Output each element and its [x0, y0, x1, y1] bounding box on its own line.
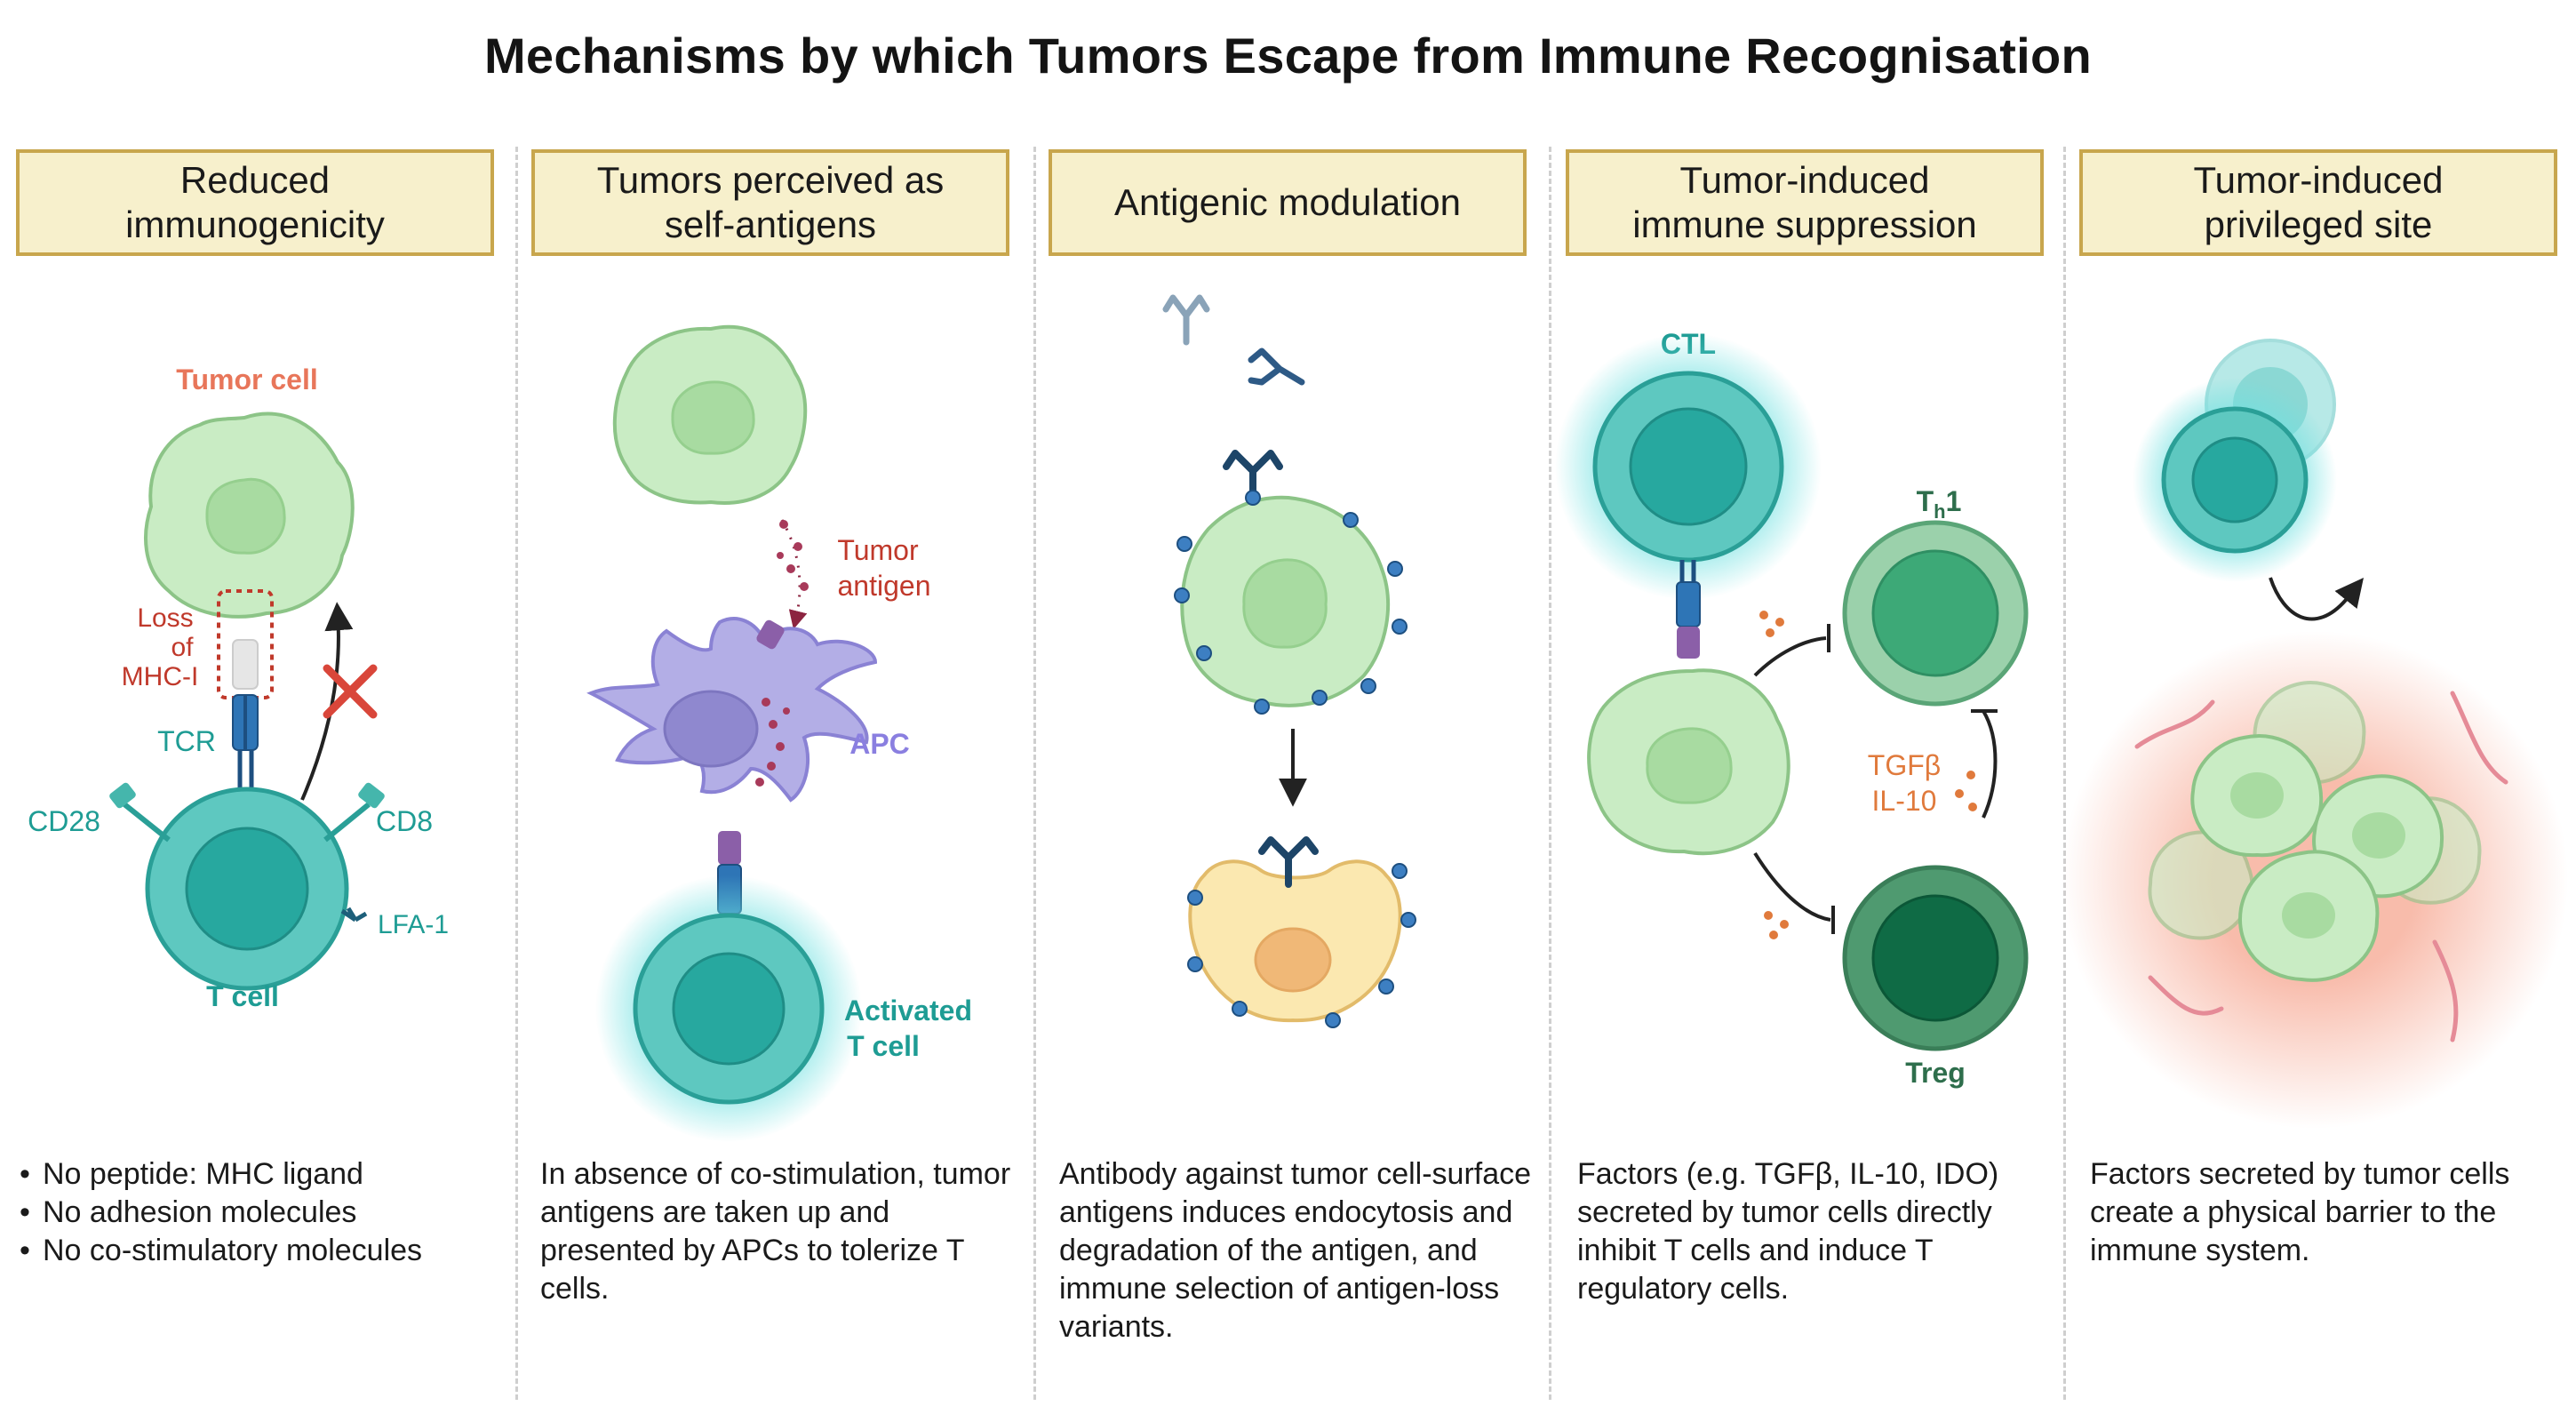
panel-privileged-site [2062, 339, 2568, 1129]
panel-antigenic-modulation [1162, 294, 1416, 1028]
endocytosing-nucleus [1254, 927, 1332, 993]
panel-self-antigens: Tumor antigen APC Activated T cell [586, 324, 972, 1142]
apc-antigen-dots [755, 698, 790, 787]
inhibit-th1-line [1753, 636, 1827, 677]
blood-vessels [2134, 691, 2508, 1043]
cd28-receptor [109, 782, 136, 809]
label-tumor-cell: Tumor cell [176, 363, 317, 395]
faded-mhc [232, 639, 259, 690]
mhc-on-tumor [1677, 627, 1700, 659]
tumor-nucleus [671, 380, 755, 455]
label-cd28: CD28 [28, 805, 100, 837]
treg-inhibit-th1-line [1982, 709, 1998, 819]
tcr-receptor [1676, 581, 1701, 627]
tcr-receptor-split [243, 695, 247, 750]
label-apc: APC [849, 728, 910, 760]
internalized-antibody-icon [1258, 836, 1319, 888]
panel-immune-suppression: CTL Th1 TGFβ IL-10 Treg [1555, 328, 2029, 1089]
surface-antigens [1174, 490, 1408, 715]
label-tgfb: TGFβ [1868, 749, 1941, 781]
label-loss: Loss [137, 603, 193, 633]
mhc-presenting [718, 831, 741, 865]
bullet-list: No peptide: MHC ligand No adhesion molec… [20, 1155, 499, 1270]
header-antigenic-modulation: Antigenic modulation [1049, 149, 1527, 256]
header-immune-suppression: Tumor-induced immune suppression [1566, 149, 2044, 256]
mhc-on-apc [756, 619, 785, 650]
tumor-mass-nuclei [2230, 772, 2405, 939]
t-cell-nucleus [185, 827, 309, 951]
cd8-stalk [323, 802, 371, 843]
antibody-icon [1248, 348, 1305, 386]
description-reduced-immunogenicity: No peptide: MHC ligand No adhesion molec… [20, 1155, 499, 1270]
header-text: Tumor-induced immune suppression [1632, 159, 1977, 245]
description-immune-suppression: Factors (e.g. TGFβ, IL-10, IDO) secreted… [1577, 1157, 1999, 1306]
divider-3 [1549, 147, 1551, 1400]
header-reduced-immunogenicity: Reduced immunogenicity [16, 149, 494, 256]
cytokine-dots [1759, 611, 1784, 637]
inhibit-treg-line [1753, 851, 1831, 922]
bound-antibody-icon [1223, 450, 1283, 497]
label-activated-t-cell: T cell [847, 1030, 920, 1062]
list-item: No peptide: MHC ligand [20, 1155, 499, 1194]
label-il10: IL-10 [1872, 785, 1937, 817]
deflected-arrow [2269, 577, 2364, 621]
label-lfa1: LFA-1 [378, 910, 449, 939]
lfa1-receptor [340, 907, 368, 923]
header-self-antigens: Tumors perceived as self-antigens [531, 149, 1009, 256]
header-text: Tumor-induced privileged site [2193, 159, 2444, 245]
header-privileged-site: Tumor-induced privileged site [2079, 149, 2557, 256]
tumor-nucleus [1646, 727, 1733, 804]
panel-reduced-immunogenicity: Tumor cell Loss of MHC-I TCR CD28 CD8 LF… [28, 363, 449, 1012]
label-th1: Th1 [1917, 485, 1962, 523]
t-cell-nucleus [2191, 436, 2278, 523]
th1-nucleus [1871, 549, 1999, 677]
list-item: No adhesion molecules [20, 1194, 499, 1232]
tumor-nucleus [205, 477, 286, 555]
header-text: Antigenic modulation [1114, 181, 1461, 223]
page-title: Mechanisms by which Tumors Escape from I… [483, 28, 2093, 84]
remaining-antigens [1187, 863, 1416, 1028]
description-antigenic-modulation: Antibody against tumor cell-surface anti… [1059, 1157, 1532, 1344]
divider-4 [2063, 147, 2066, 1400]
label-treg: Treg [1905, 1057, 1966, 1089]
ctl-nucleus [1629, 407, 1748, 526]
label-of: of [171, 633, 194, 662]
label-activated: Activated [844, 995, 972, 1027]
x-icon [323, 664, 378, 719]
cd28-stalk [123, 802, 171, 843]
cytokine-dots [1955, 771, 1977, 811]
cd8-receptor [358, 782, 385, 809]
label-tcr: TCR [157, 725, 216, 757]
t-cell-nucleus [672, 952, 786, 1066]
label-tumor-antigen-2: antigen [838, 570, 931, 602]
cytokine-dots [1764, 911, 1789, 939]
header-text: Tumors perceived as self-antigens [596, 159, 945, 245]
apc-nucleus [663, 690, 759, 768]
description-self-antigens: In absence of co-stimulation, tumor anti… [540, 1157, 1011, 1306]
description-privileged-site: Factors secreted by tumor cells create a… [2090, 1157, 2510, 1267]
tumor-nucleus [1242, 558, 1328, 649]
divider-1 [515, 147, 518, 1400]
label-t-cell: T cell [206, 980, 279, 1012]
divider-2 [1033, 147, 1036, 1400]
antibody-icon [1162, 294, 1210, 346]
label-tumor-antigen-1: Tumor [837, 534, 919, 566]
label-mhc-i: MHC-I [122, 662, 199, 691]
treg-nucleus [1871, 894, 1999, 1022]
header-text: Reduced immunogenicity [125, 159, 385, 245]
tumor-antigen-dots [777, 520, 809, 591]
label-cd8: CD8 [376, 805, 433, 837]
list-item: No co-stimulatory molecules [20, 1232, 499, 1270]
